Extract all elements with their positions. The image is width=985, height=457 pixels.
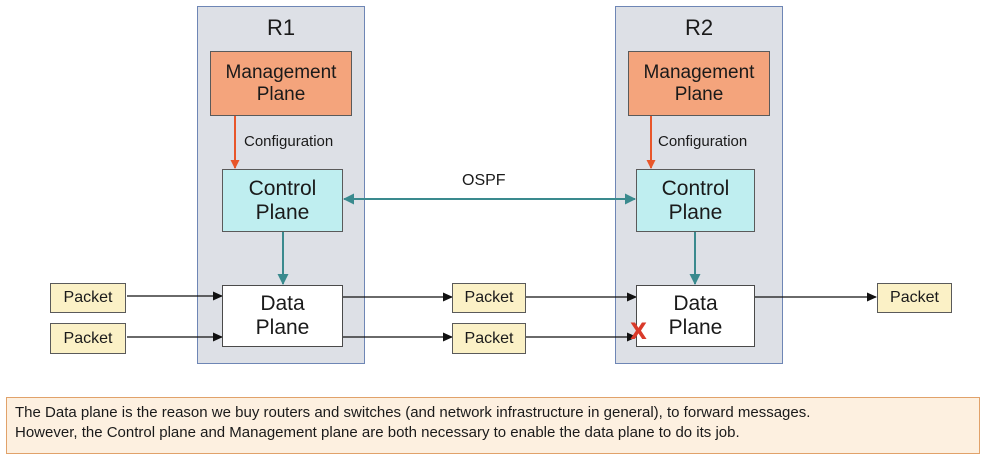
packet-mid-top: Packet: [452, 283, 526, 313]
r1-control-label: Control Plane: [248, 176, 317, 224]
router-r2-title: R2: [684, 15, 714, 40]
r2-data-plane: Data Plane: [636, 285, 755, 347]
router-r1-title: R1: [266, 15, 296, 40]
r1-configuration-label: Configuration: [244, 133, 334, 150]
packet-in-bottom: Packet: [50, 323, 126, 354]
explanation-note: The Data plane is the reason we buy rout…: [6, 397, 980, 454]
r1-data-plane: Data Plane: [222, 285, 343, 347]
r1-management-plane: Management Plane: [210, 51, 352, 116]
r2-data-label: Data Plane: [668, 292, 723, 339]
r1-control-plane: Control Plane: [222, 169, 343, 232]
packet-in-top: Packet: [50, 283, 126, 313]
r1-management-label: Management Plane: [225, 62, 337, 105]
r2-management-plane: Management Plane: [628, 51, 770, 116]
packet-mid-bottom: Packet: [452, 323, 526, 354]
r2-management-label: Management Plane: [643, 62, 755, 105]
r2-control-label: Control Plane: [661, 176, 730, 224]
ospf-label: OSPF: [462, 172, 506, 189]
r2-control-plane: Control Plane: [636, 169, 755, 232]
note-line-1: The Data plane is the reason we buy rout…: [15, 404, 811, 421]
r2-configuration-label: Configuration: [658, 133, 748, 150]
r1-data-label: Data Plane: [255, 292, 310, 339]
drop-x-icon: X: [630, 320, 647, 345]
note-line-2: However, the Control plane and Managemen…: [15, 424, 740, 441]
packet-out-top: Packet: [877, 283, 952, 313]
